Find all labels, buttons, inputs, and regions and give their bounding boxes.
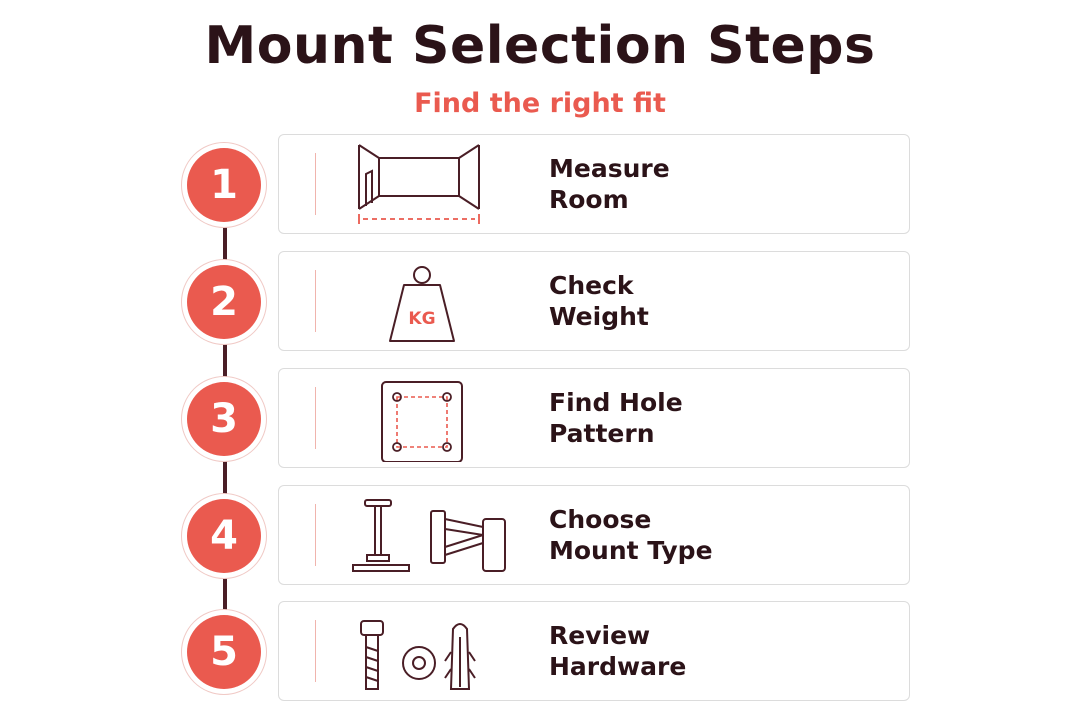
step-1: 1 Measure Room bbox=[0, 134, 1080, 234]
step-3: 3 Find Hole Pattern bbox=[0, 368, 1080, 468]
step-number-badge: 1 bbox=[187, 148, 261, 222]
weight-icon: KG bbox=[389, 266, 455, 342]
step-label-line2: Mount Type bbox=[549, 536, 713, 565]
step-label: Find Hole Pattern bbox=[549, 387, 889, 449]
step-number-badge: 5 bbox=[187, 615, 261, 689]
weight-icon-label: KG bbox=[408, 309, 435, 329]
step-label: Choose Mount Type bbox=[549, 504, 889, 566]
step-number: 2 bbox=[210, 279, 238, 325]
step-label: Review Hardware bbox=[549, 620, 889, 682]
step-badge-ring: 4 bbox=[181, 493, 267, 579]
page-title: Mount Selection Steps bbox=[204, 16, 876, 76]
step-card: Review Hardware bbox=[278, 601, 910, 701]
step-number: 3 bbox=[210, 396, 238, 442]
step-2: 2 KG Check Weight bbox=[0, 251, 1080, 351]
step-number: 1 bbox=[210, 162, 238, 208]
card-divider bbox=[315, 270, 316, 332]
step-card: Find Hole Pattern bbox=[278, 368, 910, 468]
step-number: 5 bbox=[210, 629, 238, 675]
step-card: Choose Mount Type bbox=[278, 485, 910, 585]
step-card: KG Check Weight bbox=[278, 251, 910, 351]
step-label-line1: Check bbox=[549, 271, 634, 300]
step-label-line2: Room bbox=[549, 185, 629, 214]
step-number: 4 bbox=[210, 513, 238, 559]
step-label-line1: Choose bbox=[549, 505, 652, 534]
card-divider bbox=[315, 504, 316, 566]
step-card: Measure Room bbox=[278, 134, 910, 234]
card-divider bbox=[315, 153, 316, 215]
step-label: Check Weight bbox=[549, 270, 889, 332]
step-badge-ring: 3 bbox=[181, 376, 267, 462]
step-number-badge: 4 bbox=[187, 499, 261, 573]
hole-pattern-icon bbox=[381, 381, 463, 462]
card-divider bbox=[315, 387, 316, 449]
room-measure-icon bbox=[358, 144, 480, 224]
step-label-line1: Find Hole bbox=[549, 388, 683, 417]
card-divider bbox=[315, 620, 316, 682]
mount-type-icon bbox=[352, 499, 506, 572]
step-label-line1: Measure bbox=[549, 154, 670, 183]
step-number-badge: 2 bbox=[187, 265, 261, 339]
page-subtitle: Find the right fit bbox=[414, 88, 666, 119]
hardware-icon bbox=[360, 620, 476, 690]
step-label-line2: Hardware bbox=[549, 652, 687, 681]
step-badge-ring: 2 bbox=[181, 259, 267, 345]
step-4: 4 Choose Mount Type bbox=[0, 485, 1080, 585]
step-label: Measure Room bbox=[549, 153, 889, 215]
step-5: 5 Review Hardware bbox=[0, 601, 1080, 701]
step-label-line2: Pattern bbox=[549, 419, 655, 448]
step-badge-ring: 5 bbox=[181, 609, 267, 695]
step-label-line1: Review bbox=[549, 621, 651, 650]
step-badge-ring: 1 bbox=[181, 142, 267, 228]
step-number-badge: 3 bbox=[187, 382, 261, 456]
step-label-line2: Weight bbox=[549, 302, 649, 331]
